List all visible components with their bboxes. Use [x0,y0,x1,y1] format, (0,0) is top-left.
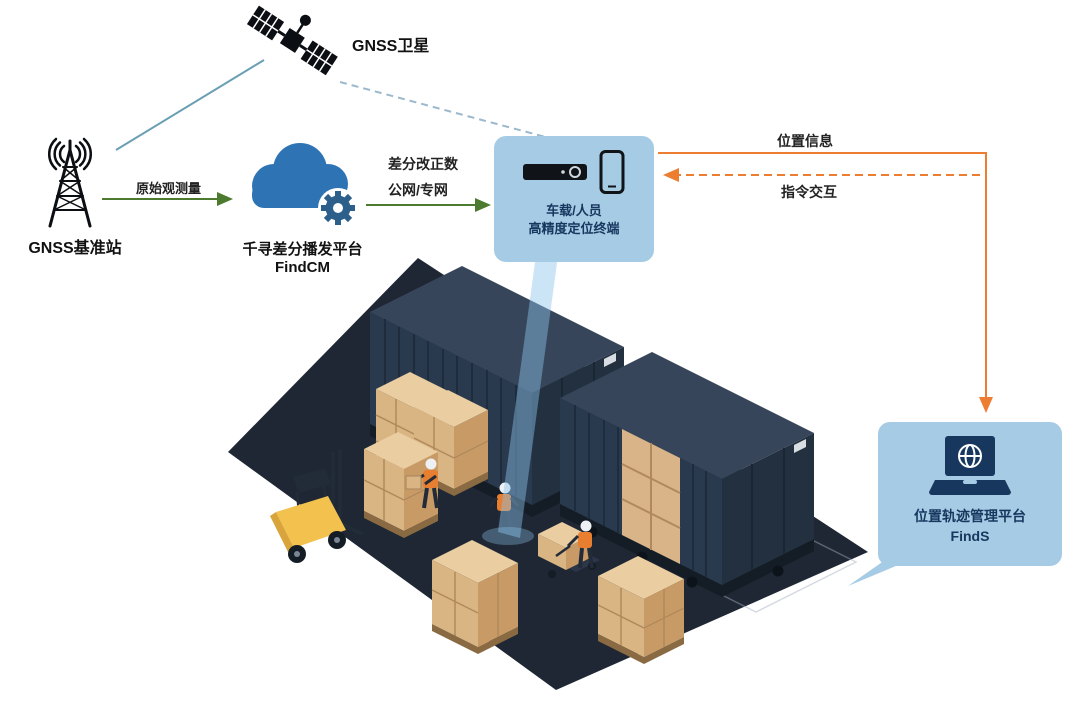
position-info-label: 位置信息 [777,133,833,149]
worker [566,520,594,569]
terminal-label-line2: 高精度定位终端 [528,221,620,237]
worker [488,482,520,531]
terminal-icons [523,150,625,194]
positioning-beam [498,248,559,538]
beam-spotlight [482,527,534,545]
cloud-platform-product: FindCM [275,259,330,276]
raw-observation-label: 原始观测量 [135,181,201,196]
radio-tower-icon [26,134,121,232]
base-station-label: GNSS基准站 [28,240,122,257]
crate [597,556,685,664]
command-label: 指令交互 [781,184,837,200]
forklift [270,449,363,563]
worker [405,458,439,509]
laptop-globe-icon [929,436,1011,495]
corrections-label-line1: 差分改正数 [388,156,458,172]
cloud-gear-icon [238,134,368,238]
terminal-bubble: 车载/人员 高精度定位终端 [494,136,654,262]
edge-satellite-to-station [115,59,265,151]
platform-label-line2: FindS [950,527,990,544]
cloud-platform-name: 千寻差分播发平台 [242,241,363,258]
satellite-label: GNSS卫星 [352,38,430,55]
smartphone-icon [599,150,625,194]
corrections-label-line2: 公网/专网 [388,182,448,198]
shipping-container-2 [560,352,814,597]
satellite-icon [240,2,352,90]
platform-label-line1: 位置轨迹管理平台 [914,508,1026,524]
edge-satellite-to-terminal [339,81,554,140]
terminal-label-line1: 车载/人员 [546,203,602,218]
crate [431,540,518,654]
platform-bubble: 位置轨迹管理平台 FindS [878,422,1062,566]
edge-position-info [658,152,993,413]
receiver-icon [523,164,587,180]
